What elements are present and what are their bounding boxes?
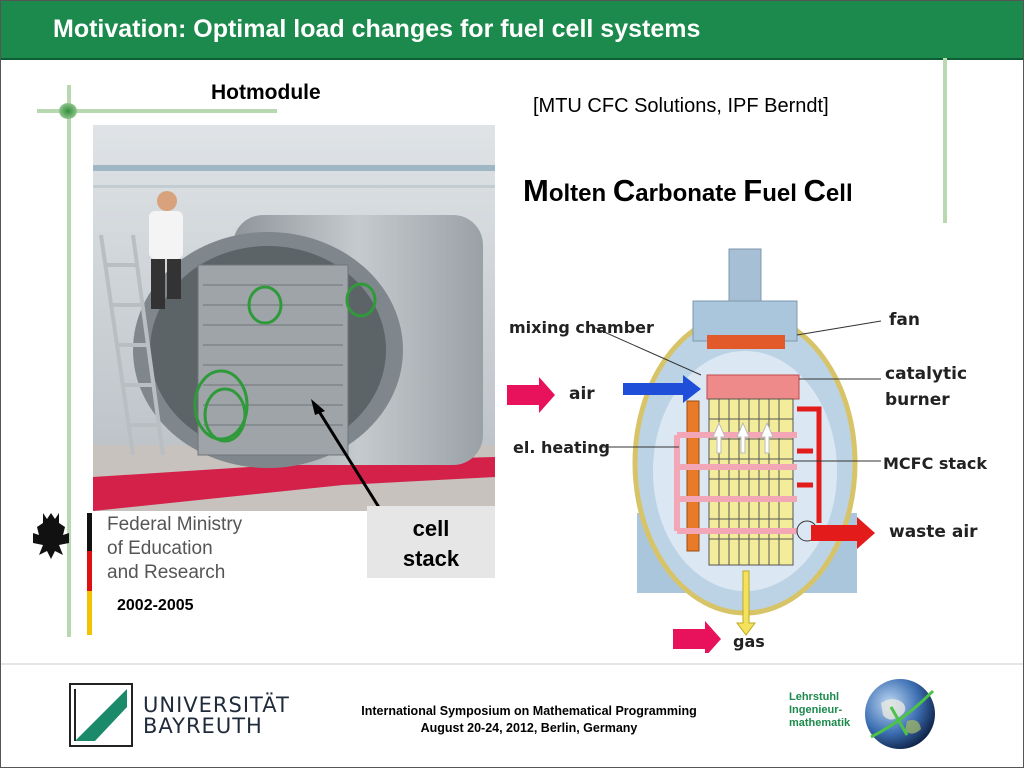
chair-name: Lehrstuhl Ingenieur- mathematik [789,691,850,730]
label-mcfc-stack: MCFC stack [883,454,987,473]
university-line1: UNIVERSITÄT [143,693,290,717]
mcfc-heading: Molten Carbonate Fuel Cell [523,173,853,209]
globe-icon [863,677,937,751]
chair-line3: mathematik [789,717,851,729]
chair-line1: Lehrstuhl [789,691,840,703]
university-name: UNIVERSITÄT BAYREUTH [143,695,290,737]
mcfc-c: C [612,173,636,208]
image-source: [MTU CFC Solutions, IPF Berndt] [533,95,829,117]
bmbf-line3: and Research [107,562,226,583]
university-logo-icon [69,683,133,747]
mcfc-c-rest: arbonate [635,180,744,207]
deco-line-top [37,109,277,113]
mcfc-f-rest: uel [762,180,804,207]
label-burner: burner [885,390,950,410]
label-air: air [569,384,595,404]
eagle-icon [33,513,92,635]
bmbf-line1: Federal Ministry [107,514,243,535]
symposium-info: International Symposium on Mathematical … [331,703,727,737]
mcfc-c2: C [803,173,826,208]
label-gas: gas [733,632,765,651]
mcfc-schematic: mixing chamber fan catalytic burner air … [497,223,1005,657]
chair-line2: Ingenieur- [789,704,843,716]
deco-line-bottom [1,663,1023,665]
mcfc-m: M [523,173,549,208]
bmbf-text: Federal Ministry of Education and Resear… [107,513,242,585]
cell-stack-label: cell stack [367,506,495,578]
hotmodule-photo-illustration [93,125,495,511]
label-catalytic: catalytic [885,364,967,384]
label-el-heating: el. heating [513,438,610,457]
deco-line-left [67,85,71,637]
cell-label-line1: cell [412,516,450,541]
bmbf-line2: of Education [107,538,213,559]
university-line2: BAYREUTH [143,714,263,738]
label-waste-air: waste air [889,522,978,542]
mcfc-m-rest: olten [548,180,613,207]
mcfc-c2-rest: ell [825,180,853,207]
symposium-line1: International Symposium on Mathematical … [361,704,697,718]
label-mixing-chamber: mixing chamber [509,318,654,337]
globe-logo [865,679,935,749]
slide-title: Motivation: Optimal load changes for fue… [53,15,701,43]
hotmodule-photo [93,125,495,511]
label-fan: fan [889,310,920,330]
funding-years: 2002-2005 [117,597,194,614]
mcfc-f: F [743,173,763,208]
university-emblem [74,689,127,741]
symposium-line2: August 20-24, 2012, Berlin, Germany [420,721,638,735]
bmbf-logo: Federal Ministry of Education and Resear… [29,509,289,639]
title-bar: Motivation: Optimal load changes for fue… [1,1,1023,60]
cell-label-line2: stack [402,546,460,571]
mcfc-diagram: mixing chamber fan catalytic burner air … [497,223,1005,657]
photo-heading: Hotmodule [211,81,321,104]
deco-dot [59,103,77,119]
deco-line-right [943,58,947,228]
